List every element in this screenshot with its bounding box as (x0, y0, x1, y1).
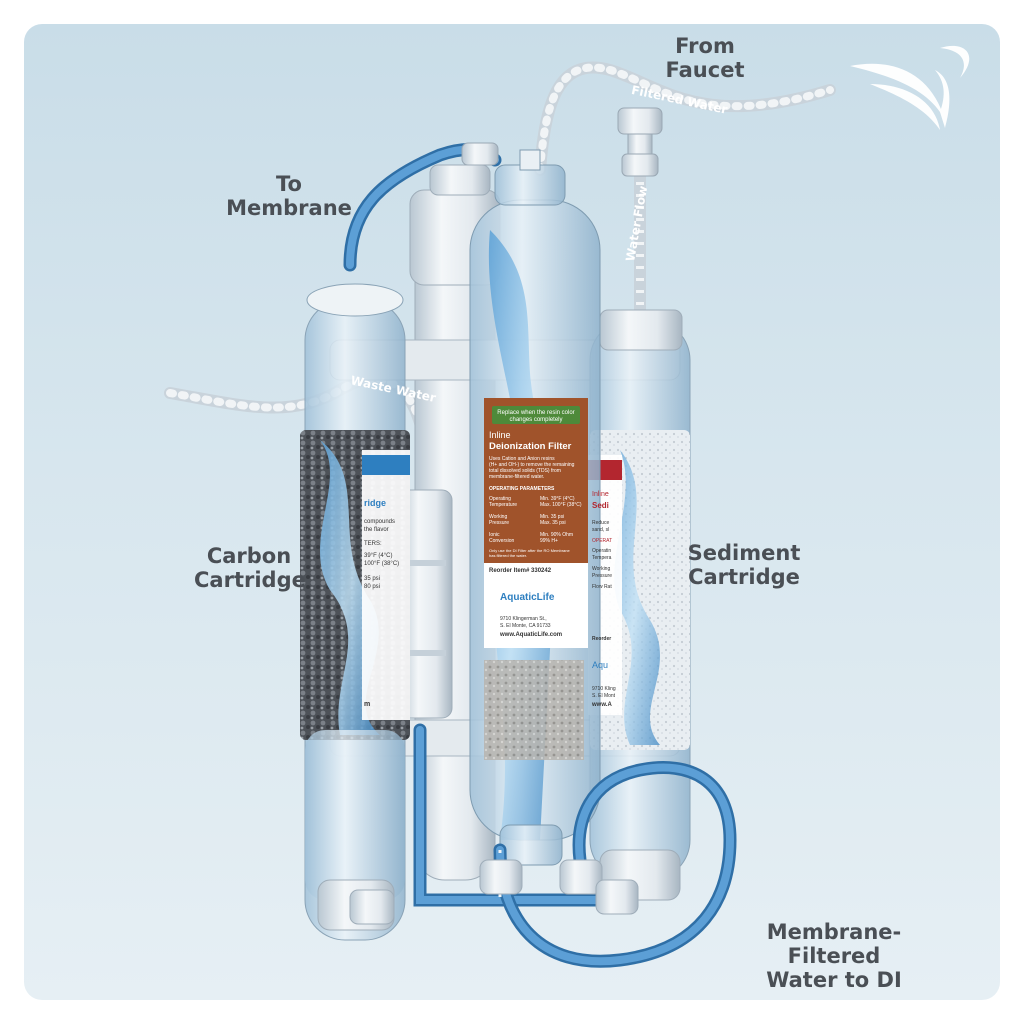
to-membrane-callout: To Membrane (214, 172, 364, 220)
di-param-1-value-1: Min. 39°F (4°C) (540, 496, 575, 502)
carbon-cartridge (300, 283, 410, 941)
di-desc-3: total dissolved solids (TDS) from (489, 468, 561, 474)
sediment-title: Sedi (592, 501, 609, 510)
from-faucet-callout: From Faucet (640, 34, 770, 82)
sediment-line-6: Working (592, 566, 610, 572)
di-desc-4: membrane-filtered water. (489, 474, 544, 480)
carbon-line-3: TERS: (364, 541, 382, 547)
sediment-line-8: Flow Rat (592, 584, 612, 590)
carbon-line-4: 39°F (4°C) (364, 553, 392, 559)
di-banner-line-2: changes completely (509, 417, 562, 423)
sediment-reorder: Reorder (592, 636, 611, 642)
di-desc-1: Uses Cation and Anion resins (489, 456, 555, 462)
di-title-small: Inline (489, 430, 511, 440)
di-cartridge (469, 149, 601, 866)
sediment-line-2: sand, sl (592, 527, 609, 533)
di-title-big: Deionization Filter (489, 441, 572, 452)
di-desc-2: (H+ and OH-) to remove the remaining (489, 462, 575, 468)
sediment-callout-line-2: Cartridge (688, 565, 800, 589)
carbon-footer: m (364, 701, 370, 708)
di-param-2-value-2: Max. 35 psi (540, 520, 566, 526)
sediment-brand: Aqu (592, 660, 608, 670)
di-param-2-value-1: Min. 35 psi (540, 514, 564, 520)
water-flow-tube-label: Water Flow (623, 185, 650, 263)
di-reorder: Reorder Item# 330242 (489, 568, 552, 574)
sediment-line-5: Tempera (592, 555, 612, 561)
sediment-website: www.A (591, 702, 612, 708)
diagram-panel: Filtered Water Water Flow Waste Water Re… (24, 24, 1000, 1000)
di-banner-line-1: Replace when the resin color (497, 410, 574, 416)
sediment-address-1: 9710 Kling (592, 686, 616, 692)
membrane-filtered-line-2: Water to DI (766, 968, 902, 992)
di-brand: AquaticLife (500, 592, 555, 603)
carbon-cartridge-callout: Carbon Cartridge (194, 544, 306, 592)
sediment-address-2: S. El Mont (592, 693, 616, 699)
di-website: www.AquaticLife.com (499, 632, 562, 638)
carbon-title: ridge (364, 498, 386, 508)
sediment-title-small: Inline (592, 491, 609, 498)
from-faucet-line-2: Faucet (665, 58, 745, 82)
sediment-line-4: Operatin (592, 548, 611, 554)
di-params-header: OPERATING PARAMETERS (489, 486, 555, 492)
di-note-1: Only use the DI Filter after the RO Memb… (489, 548, 570, 553)
membrane-filtered-line-1: Membrane-Filtered (766, 920, 902, 968)
carbon-line-5: 100°F (38°C) (364, 561, 399, 567)
di-param-2-name-1: Working (489, 514, 507, 520)
sediment-cartridge-callout: Sediment Cartridge (679, 541, 809, 589)
carbon-callout-line-1: Carbon (206, 544, 292, 568)
di-address-1: 9710 Klingerman St., (500, 616, 547, 622)
di-param-3-value-1: Min. 90% Ohm (540, 532, 573, 538)
di-param-1-name-2: Temperature (489, 502, 517, 508)
di-param-3-name-1: Ionic (489, 532, 500, 538)
filter-illustration: Filtered Water Water Flow Waste Water Re… (164, 45, 970, 968)
carbon-line-2: the flavor (364, 527, 389, 533)
carbon-callout-line-2: Cartridge (194, 568, 306, 592)
di-note-2: has filtered the water. (489, 553, 527, 558)
carbon-line-7: 80 psi (364, 584, 380, 590)
di-param-1-value-2: Max. 100°F (38°C) (540, 502, 582, 508)
carbon-line-1: compounds (364, 519, 395, 525)
di-param-3-name-2: Conversion (489, 538, 515, 544)
to-membrane-label: To Membrane (226, 172, 352, 220)
sediment-line-1: Reduce (592, 520, 609, 526)
di-param-2-name-2: Pressure (489, 520, 509, 526)
di-address-2: S. El Monte, CA 91733 (500, 623, 551, 629)
di-param-1-name-1: Operating (489, 496, 511, 502)
sediment-line-3: OPERAT (592, 538, 612, 544)
sediment-callout-line-1: Sediment (687, 541, 801, 565)
brand-swoosh-icon (850, 45, 970, 130)
carbon-line-6: 35 psi (364, 576, 380, 582)
sediment-line-7: Pressure (592, 573, 612, 579)
from-faucet-line-1: From (675, 34, 735, 58)
di-param-3-value-2: 99% H+ (540, 538, 558, 544)
sediment-cartridge (588, 309, 691, 901)
membrane-filtered-callout: Membrane-Filtered Water to DI (724, 920, 944, 992)
